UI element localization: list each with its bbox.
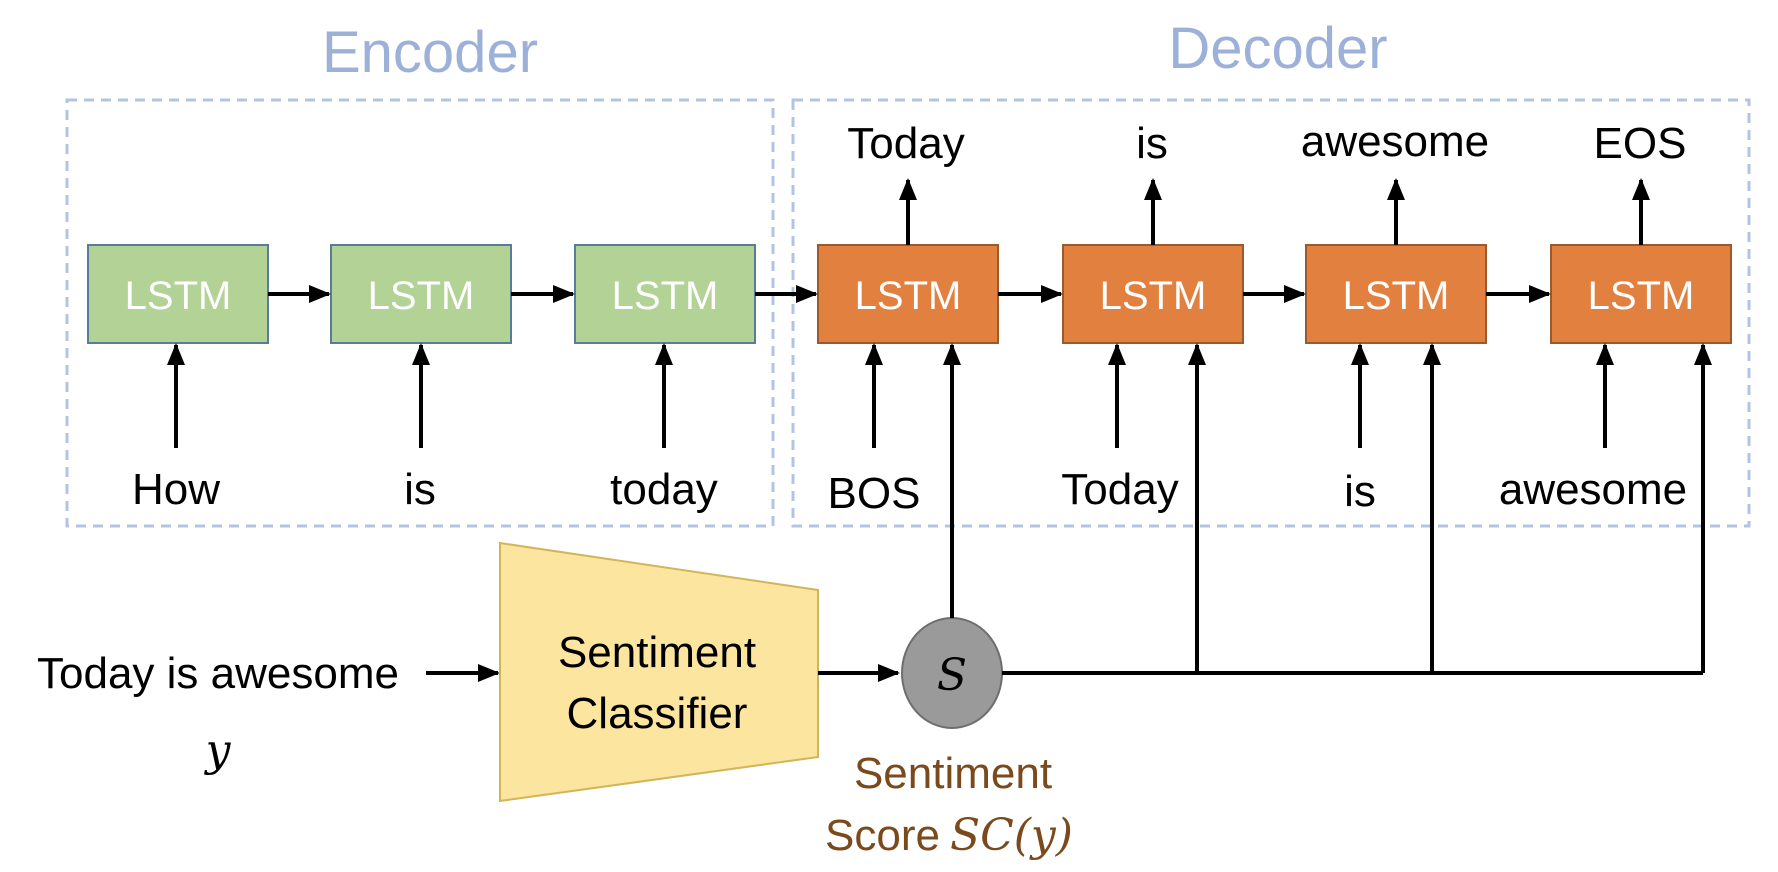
encoder-input-word-2: is: [404, 465, 436, 514]
score-caption-word: Score: [825, 811, 940, 860]
classifier-label-line-1: Sentiment: [558, 628, 756, 677]
decoder-output-word-3: awesome: [1301, 117, 1489, 166]
decoder-lstm-label-1: LSTM: [855, 274, 962, 318]
decoder-title: Decoder: [1168, 16, 1387, 81]
encoder-input-word-1: How: [132, 465, 220, 514]
sentiment-classifier-block: [499, 541, 819, 803]
decoder-input-word-4: awesome: [1499, 465, 1687, 514]
score-node-symbol: S: [937, 650, 967, 701]
decoder-lstm-label-4: LSTM: [1588, 274, 1695, 318]
classifier-input-variable: y: [204, 725, 232, 776]
decoder-output-word-1: Today: [847, 119, 964, 168]
classifier-label-line-2: Classifier: [567, 689, 748, 738]
decoder-lstm-label-3: LSTM: [1343, 274, 1450, 318]
decoder-input-word-3: is: [1344, 467, 1376, 516]
decoder-frame: [791, 98, 1751, 528]
decoder-output-word-4: EOS: [1594, 119, 1687, 168]
encoder-lstm-label-1: LSTM: [125, 274, 232, 318]
decoder-lstm-cell-3: [1305, 244, 1487, 344]
encoder-lstm-label-3: LSTM: [612, 274, 719, 318]
decoder-lstm-label-2: LSTM: [1100, 274, 1207, 318]
decoder-input-word-1: BOS: [828, 469, 921, 518]
encoder-input-word-3: today: [610, 465, 718, 514]
encoder-lstm-label-2: LSTM: [368, 274, 475, 318]
score-caption-line-1: Sentiment: [854, 749, 1052, 798]
decoder-output-word-2: is: [1136, 119, 1168, 168]
decoder-input-word-2: Today: [1061, 465, 1178, 514]
score-caption-formula: SC(y): [950, 810, 1073, 861]
encoder-frame: [65, 98, 775, 528]
decoder-lstm-cell-4: [1550, 244, 1732, 344]
classifier-input-text: Today is awesome: [37, 649, 399, 698]
encoder-title: Encoder: [322, 20, 538, 85]
